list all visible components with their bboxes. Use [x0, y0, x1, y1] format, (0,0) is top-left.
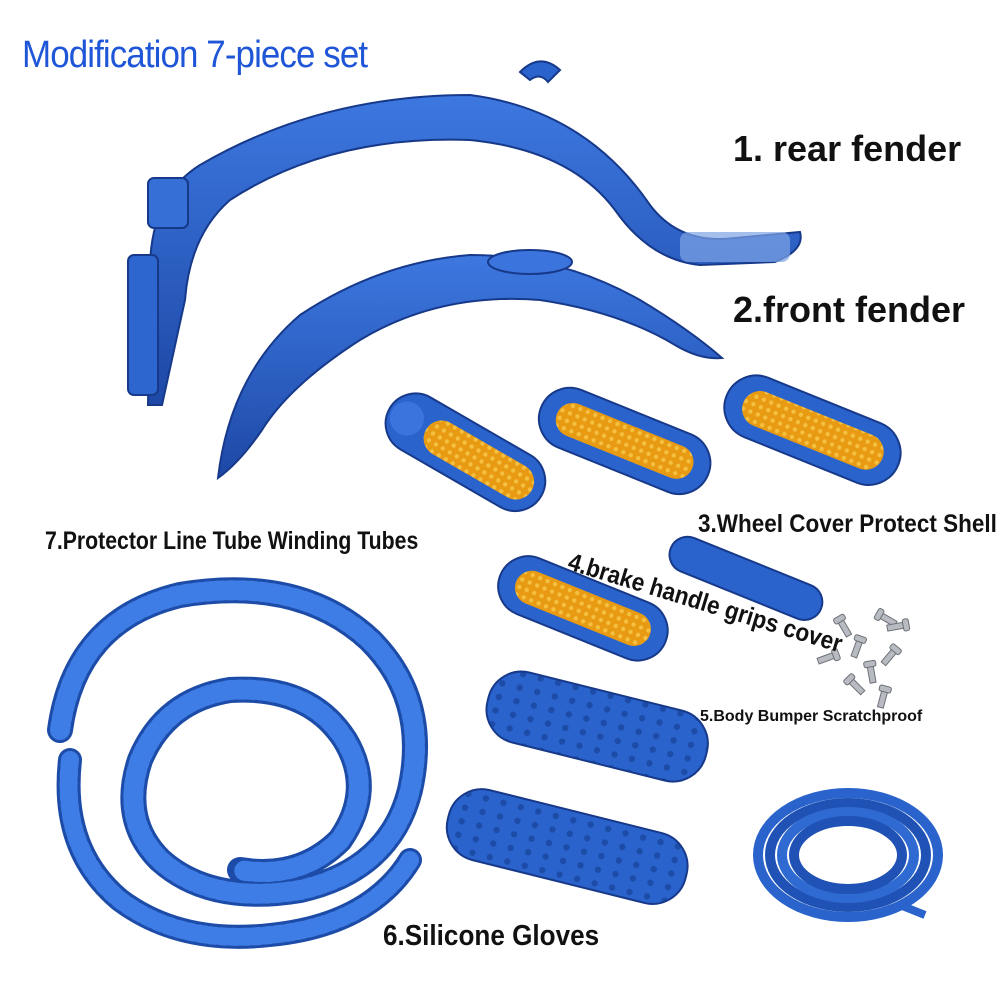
silicone-grips [445, 670, 709, 905]
label-rear-fender: 1. rear fender [733, 128, 962, 169]
spiral-protector-tube [47, 577, 428, 949]
wheel-cover-shells [384, 374, 902, 662]
brake-grip-cover [668, 535, 824, 621]
product-set-title: Modification 7-piece set [22, 34, 368, 76]
label-front-fender: 2.front fender [733, 289, 966, 330]
front-fender [216, 249, 725, 481]
label-body-bumper: 5.Body Bumper Scratchproof [700, 708, 923, 725]
rear-fender [127, 60, 802, 406]
label-silicone-gloves: 6.Silicone Gloves [383, 920, 600, 952]
body-bumper-coil [753, 788, 943, 922]
label-protector-tube: 7.Protector Line Tube Winding Tubes [45, 527, 419, 555]
label-wheel-cover: 3.Wheel Cover Protect Shell [698, 510, 997, 538]
screws [816, 608, 911, 709]
